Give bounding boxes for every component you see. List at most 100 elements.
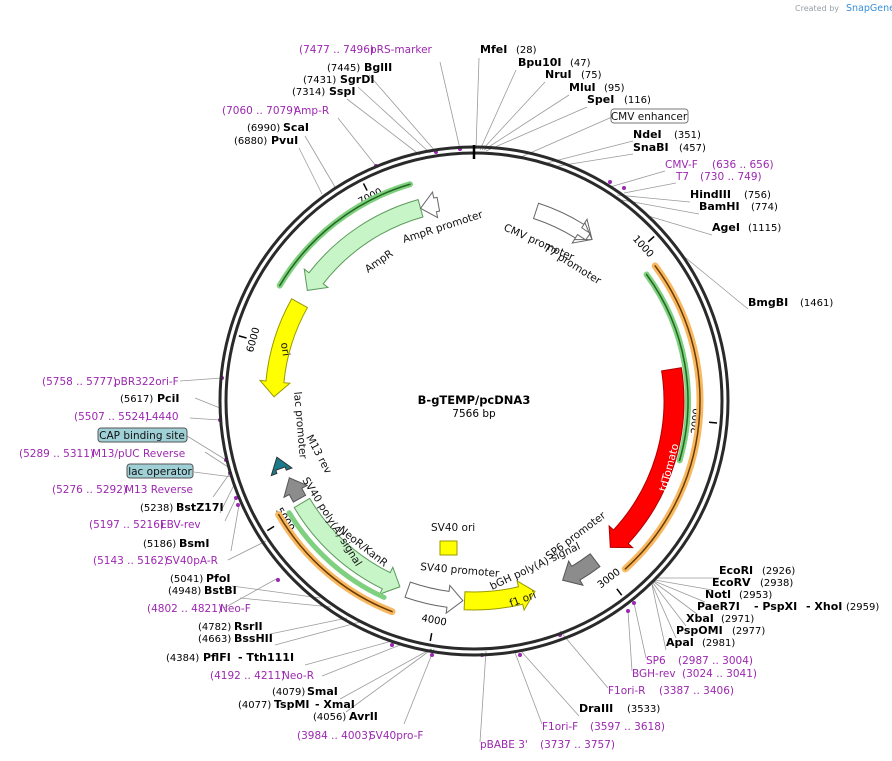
site-bamhi[interactable]: BamHI(774) bbox=[699, 200, 778, 213]
primer-range: (5276 .. 5292) bbox=[52, 484, 127, 496]
site-pflfi[interactable]: (4384)PflFI- Tth111I bbox=[166, 651, 294, 664]
leader-line bbox=[475, 57, 480, 150]
site-name: TspMI bbox=[274, 698, 310, 711]
leader-line bbox=[337, 117, 377, 167]
primer-m13-puc-reverse[interactable]: (5289 .. 5311)M13/pUC Reverse bbox=[19, 448, 185, 460]
site-draiii[interactable]: DraIII(3533) bbox=[579, 702, 660, 715]
site-paer7i[interactable]: PaeR7I- PspXI- XhoI(2959) bbox=[697, 600, 879, 613]
site-bstz17i[interactable]: (5238)BstZ17I bbox=[140, 501, 224, 514]
site-ndei[interactable]: NdeI(351) bbox=[633, 128, 701, 141]
leader-line bbox=[204, 451, 229, 468]
orf-green-right-core bbox=[645, 273, 689, 462]
primer-l4440[interactable]: (5507 .. 5524)L4440 bbox=[74, 411, 179, 423]
cap-binding-site-label: CAP binding site bbox=[99, 430, 185, 442]
leader-line bbox=[653, 581, 698, 615]
site-pos: (2977) bbox=[732, 626, 765, 637]
site-hindiii[interactable]: HindIII(756) bbox=[690, 188, 771, 201]
site-bglii[interactable]: (7445)BglII bbox=[327, 61, 392, 74]
site-noti[interactable]: NotI (2953) bbox=[705, 588, 772, 601]
primer-range: (7477 .. 7496) bbox=[299, 44, 374, 56]
site-name: NotI bbox=[705, 588, 731, 601]
site-nrui[interactable]: NruI(75) bbox=[545, 68, 602, 81]
primer-name: T7 bbox=[675, 171, 689, 183]
site-avrii[interactable]: (4056)AvrII bbox=[313, 710, 378, 723]
primer-pbabe3[interactable]: pBABE 3'(3737 .. 3757) bbox=[480, 739, 615, 751]
site-apai[interactable]: ApaI(2981) bbox=[666, 636, 735, 649]
site-pcii[interactable]: (5617)PciI bbox=[120, 392, 179, 405]
primer-neo-f[interactable]: (4802 .. 4821)Neo-F bbox=[147, 603, 251, 615]
leader-line bbox=[520, 116, 613, 158]
leader-line bbox=[193, 471, 233, 478]
site-name: BstBI bbox=[204, 584, 237, 597]
primer-amp-r[interactable]: (7060 .. 7079)Amp-R bbox=[222, 105, 329, 117]
site-pos: (7314) bbox=[292, 87, 325, 98]
primer-f1ori-r[interactable]: F1ori-R(3387 .. 3406) bbox=[608, 685, 734, 697]
site-xbai[interactable]: XbaI(2971) bbox=[686, 612, 754, 625]
site-pos: (4384) bbox=[166, 653, 199, 664]
primer-sv40pa-r[interactable]: (5143 .. 5162)SV40pA-R bbox=[93, 555, 218, 567]
site-ecorv[interactable]: EcoRV(2938) bbox=[712, 576, 793, 589]
site-snabi[interactable]: SnaBI(457) bbox=[633, 141, 706, 154]
site-mlui[interactable]: MluI(95) bbox=[569, 81, 625, 94]
site-agei[interactable]: AgeI(1115) bbox=[712, 221, 781, 234]
site-pspomi[interactable]: PspOMI(2977) bbox=[676, 624, 765, 637]
site-tspmi[interactable]: (4077)TspMI - XmaI bbox=[238, 698, 355, 711]
site-sgrdi[interactable]: (7431)SgrDI bbox=[303, 73, 374, 86]
primer-prs-marker[interactable]: (7477 .. 7496)pRS-marker bbox=[299, 44, 433, 56]
primer-mark bbox=[234, 496, 238, 500]
site-name: BamHI bbox=[699, 200, 740, 213]
site-scai[interactable]: (6990)ScaI bbox=[247, 121, 309, 134]
primer-name: CMV-F bbox=[665, 159, 698, 171]
site-bmgbi[interactable]: BmgBI(1461) bbox=[748, 296, 833, 309]
site-pvui[interactable]: (6880)PvuI bbox=[234, 134, 298, 147]
site-rsrii[interactable]: (4782)RsrII bbox=[198, 620, 263, 633]
site-bstbi[interactable]: (4948)BstBI bbox=[168, 584, 237, 597]
site-smai[interactable]: (4079)SmaI bbox=[272, 685, 338, 698]
site-bpu10i[interactable]: Bpu10I(47) bbox=[518, 56, 591, 69]
leader-line bbox=[239, 597, 332, 608]
primer-cmv-f[interactable]: CMV-F(636 .. 656) bbox=[665, 159, 774, 171]
site-name: PflFI bbox=[203, 651, 231, 664]
site-pos: (6990) bbox=[247, 123, 280, 134]
primer-name: EBV-rev bbox=[160, 519, 201, 531]
tick-label: 3000 bbox=[596, 567, 623, 591]
site-pfoi[interactable]: (5041)PfoI bbox=[170, 572, 231, 585]
primer-neo-r[interactable]: (4192 .. 4211)Neo-R bbox=[210, 670, 314, 682]
site-pos: (2971) bbox=[721, 614, 754, 625]
site-pos: (4663) bbox=[198, 634, 231, 645]
sv40-ori-box bbox=[439, 540, 458, 556]
leader-line bbox=[609, 170, 666, 188]
site-bsmi[interactable]: (5186)BsmI bbox=[143, 537, 210, 550]
primer-mark bbox=[632, 601, 636, 605]
site-pos: (4077) bbox=[238, 700, 271, 711]
orf-orange-right-core bbox=[624, 265, 701, 570]
site-mfei[interactable]: MfeI(28) bbox=[480, 43, 537, 56]
primer-m13-reverse[interactable]: (5276 .. 5292)M13 Reverse bbox=[52, 484, 193, 496]
t7-promoter-label: T7 promoter bbox=[541, 242, 604, 288]
primer-sv40pro-f[interactable]: (3984 .. 4003)SV40pro-F bbox=[297, 730, 423, 742]
primer-t7[interactable]: T7(730 .. 749) bbox=[675, 171, 762, 183]
site-spei[interactable]: SpeI(116) bbox=[587, 93, 651, 106]
primer-ebv-rev[interactable]: (5197 .. 5216)EBV-rev bbox=[89, 519, 201, 531]
primer-sp6[interactable]: SP6(2987 .. 3004) bbox=[646, 655, 753, 667]
site-bsshii[interactable]: (4663)BssHII bbox=[198, 632, 273, 645]
leader-line bbox=[623, 182, 677, 194]
site-pos: (2953) bbox=[739, 590, 772, 601]
primer-range: (4802 .. 4821) bbox=[147, 603, 222, 615]
sv40-ori-label: SV40 ori bbox=[431, 522, 475, 534]
primer-bgh-rev[interactable]: BGH-rev(3024 .. 3041) bbox=[632, 668, 757, 680]
leader-line bbox=[346, 98, 421, 156]
primer-name: M13/pUC Reverse bbox=[92, 448, 185, 460]
leader-line bbox=[223, 577, 279, 609]
site-pos: (4948) bbox=[168, 586, 201, 597]
site-ecori[interactable]: EcoRI(2926) bbox=[719, 564, 795, 577]
tick-mark bbox=[238, 335, 247, 339]
site-name: BglII bbox=[364, 61, 392, 74]
site-name: PciI bbox=[157, 392, 179, 405]
primer-f1ori-f[interactable]: F1ori-F(3597 .. 3618) bbox=[542, 721, 665, 733]
site-name-2: - XmaI bbox=[315, 698, 355, 711]
primer-name: SV40pA-R bbox=[166, 555, 218, 567]
tdtomato-arrow bbox=[608, 367, 685, 549]
primer-pbr322ori-f[interactable]: (5758 .. 5777)pBR322ori-F bbox=[42, 376, 179, 388]
site-sspi[interactable]: (7314)SspI bbox=[292, 85, 355, 98]
